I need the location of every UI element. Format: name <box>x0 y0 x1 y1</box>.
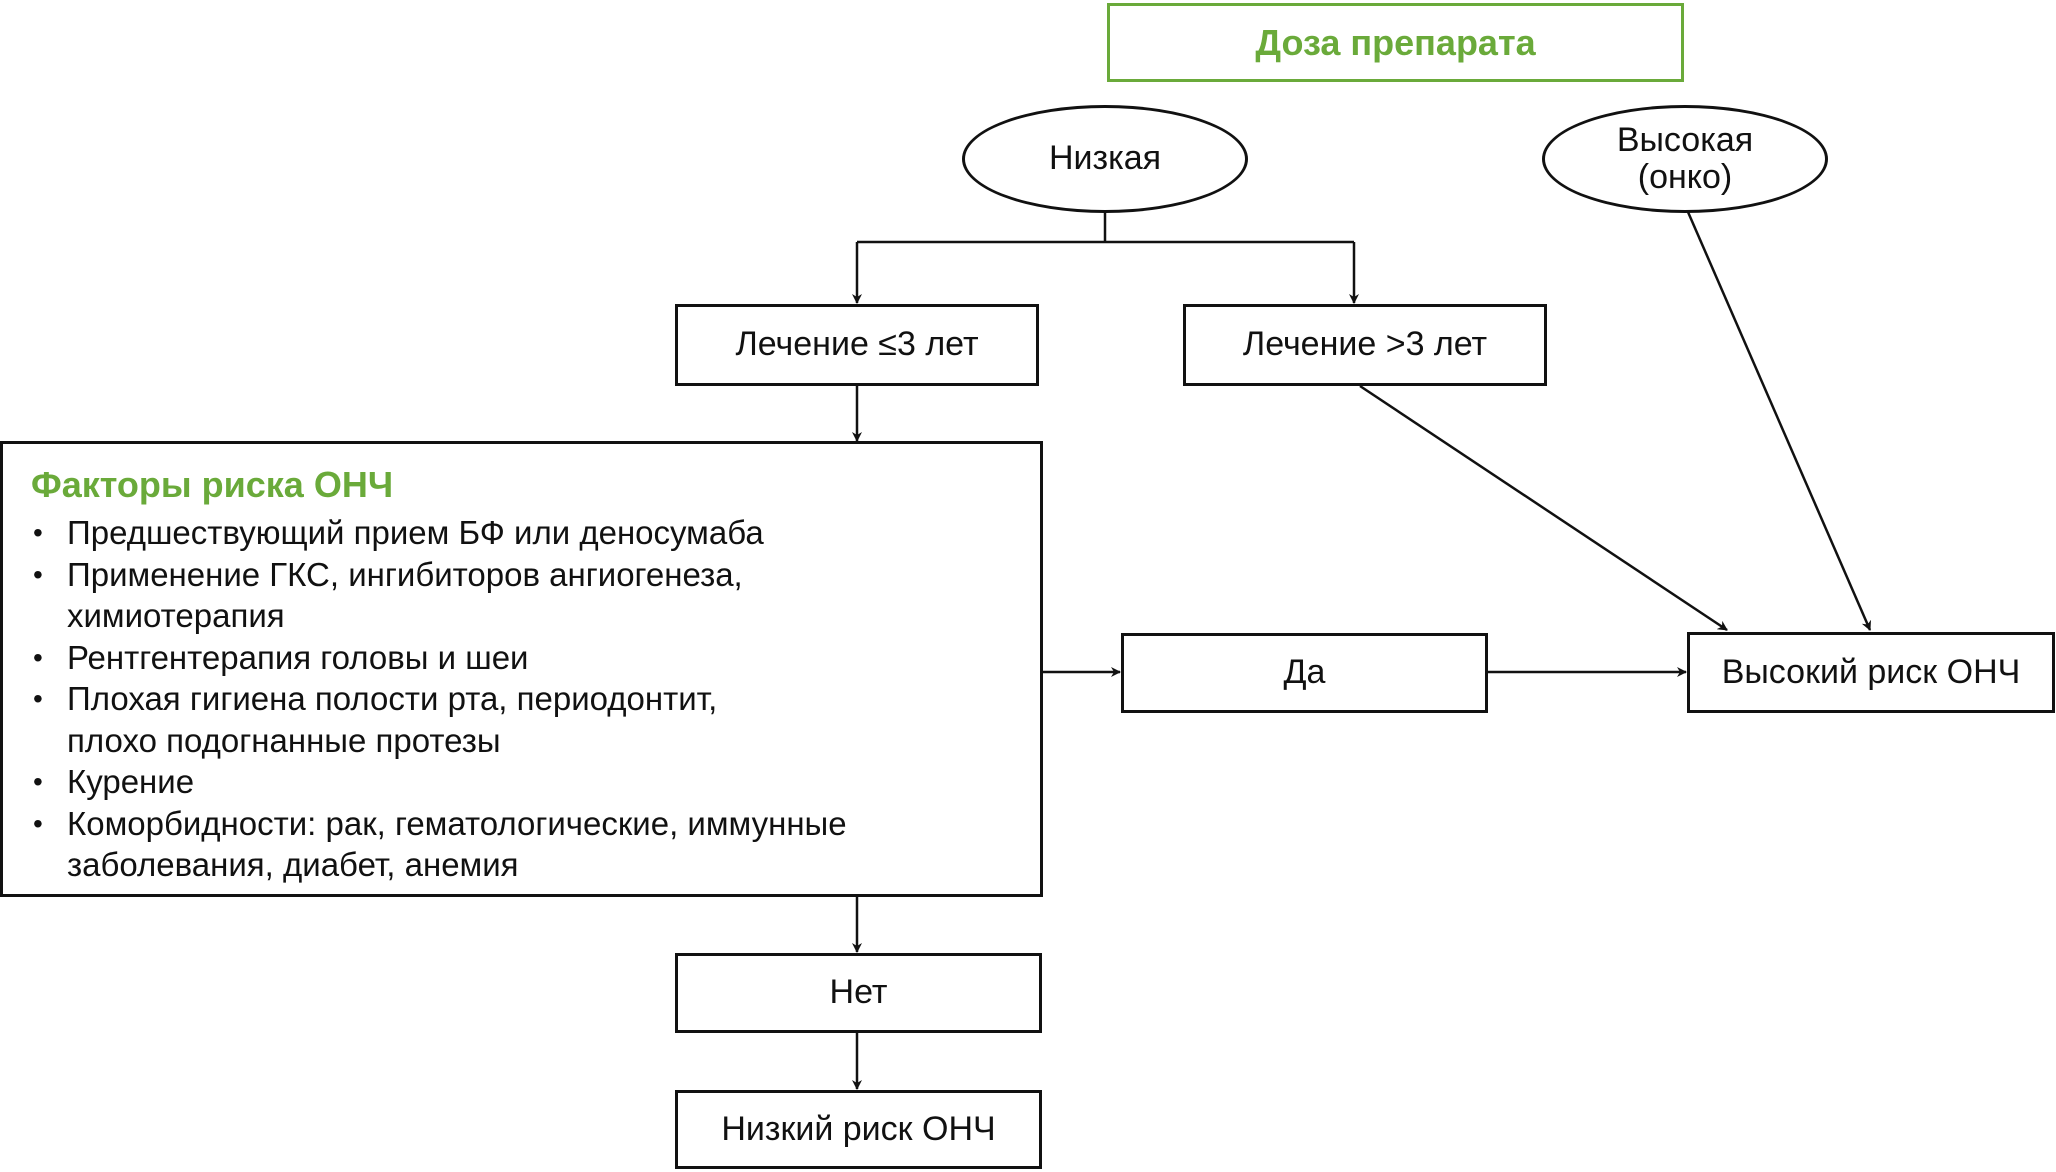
treatment-short-label: Лечение ≤3 лет <box>735 325 979 364</box>
dose-high-label-line2: (онко) <box>1637 158 1733 196</box>
low-risk-label: Низкий риск ОНЧ <box>721 1109 996 1148</box>
high-risk-label: Высокий риск ОНЧ <box>1721 652 2021 691</box>
treatment-long-box: Лечение >3 лет <box>1183 304 1547 386</box>
risk-factors-box: Факторы риска ОНЧ Предшествующий прием Б… <box>0 441 1043 897</box>
risk-factor-item: Коморбидности: рак, гематологические, им… <box>31 803 1040 886</box>
yes-box: Да <box>1121 633 1488 713</box>
risk-factor-line: Плохая гигиена полости рта, периодонтит, <box>67 680 718 717</box>
dose-high-node: Высокая (онко) <box>1542 105 1828 213</box>
risk-factor-item: Плохая гигиена полости рта, периодонтит,… <box>31 678 1040 761</box>
treatment-long-label: Лечение >3 лет <box>1242 325 1488 364</box>
treatment-short-box: Лечение ≤3 лет <box>675 304 1039 386</box>
dose-high-label-line1: Высокая <box>1616 120 1754 159</box>
no-box: Нет <box>675 953 1042 1033</box>
risk-factor-line: Курение <box>67 763 195 800</box>
risk-factor-line: заболевания, диабет, анемия <box>67 846 519 883</box>
high-risk-box: Высокий риск ОНЧ <box>1687 632 2055 713</box>
dose-low-node: Низкая <box>962 105 1248 213</box>
risk-factor-line: Коморбидности: рак, гематологические, им… <box>67 804 847 842</box>
dose-title-box: Доза препарата <box>1107 3 1684 82</box>
risk-factor-line: Рентгентерапия головы и шеи <box>67 638 529 676</box>
risk-factor-item: Предшествующий прием БФ или деносумаба <box>31 512 1040 554</box>
risk-factor-item: Курение <box>31 761 1040 803</box>
risk-factors-list: Предшествующий прием БФ или деносумаба П… <box>31 512 1040 886</box>
arrow-long-treatment-to-high-risk <box>1359 384 1728 632</box>
risk-factor-item: Рентгентерапия головы и шеи <box>31 637 1040 679</box>
risk-factors-title: Факторы риска ОНЧ <box>31 464 394 505</box>
risk-factor-line: плохо подогнанные протезы <box>67 721 501 759</box>
risk-factor-item: Применение ГКС, ингибиторов ангиогенеза,… <box>31 554 1040 637</box>
risk-factor-line: Применение ГКС, ингибиторов ангиогенеза, <box>67 555 743 593</box>
dose-title: Доза препарата <box>1255 21 1536 63</box>
dose-low-label: Низкая <box>1048 139 1162 178</box>
low-risk-box: Низкий риск ОНЧ <box>675 1090 1042 1169</box>
arrow-high-dose-to-high-risk <box>1686 211 1872 631</box>
risk-factor-line: химиотерапия <box>67 597 285 634</box>
risk-factor-line: Предшествующий прием БФ или деносумаба <box>67 514 764 551</box>
yes-label: Да <box>1283 653 1326 692</box>
no-label: Нет <box>829 973 888 1012</box>
